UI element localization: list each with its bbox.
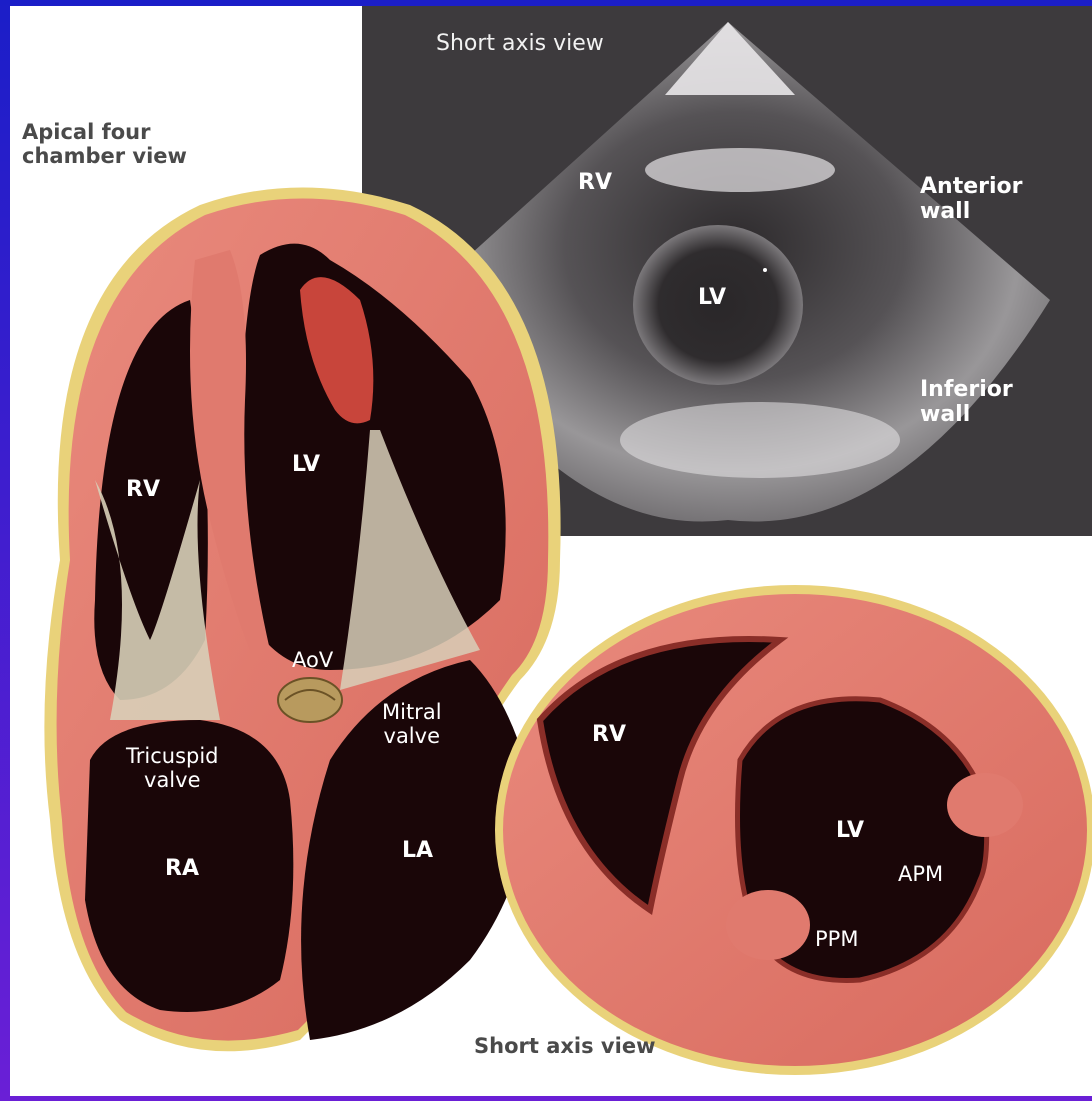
- aov-label: AoV: [292, 648, 333, 672]
- inferior-wall-label: Inferior wall: [920, 377, 1013, 428]
- echo-lv-label: LV: [698, 285, 726, 310]
- apm-label: APM: [898, 862, 943, 886]
- apical-lv-label: LV: [292, 452, 320, 477]
- apical-rv-label: RV: [126, 477, 160, 502]
- short-axis-caption: Short axis view: [474, 1034, 655, 1058]
- apical-four-chamber-label: Apical four chamber view: [22, 120, 187, 168]
- anterior-wall-label: Anterior wall: [920, 174, 1022, 225]
- short-rv-label: RV: [592, 722, 626, 747]
- tricuspid-valve-label: Tricuspid valve: [126, 744, 219, 792]
- echo-title-label: Short axis view: [436, 31, 604, 56]
- mitral-valve-label: Mitral valve: [382, 700, 442, 748]
- short-axis-heart: [495, 585, 1092, 1075]
- short-lv-label: LV: [836, 818, 864, 843]
- ppm-label: PPM: [815, 927, 858, 951]
- ra-label: RA: [165, 856, 199, 881]
- echo-rv-label: RV: [578, 170, 612, 195]
- la-label: LA: [402, 838, 433, 863]
- apical-four-chamber-heart: [44, 188, 560, 1052]
